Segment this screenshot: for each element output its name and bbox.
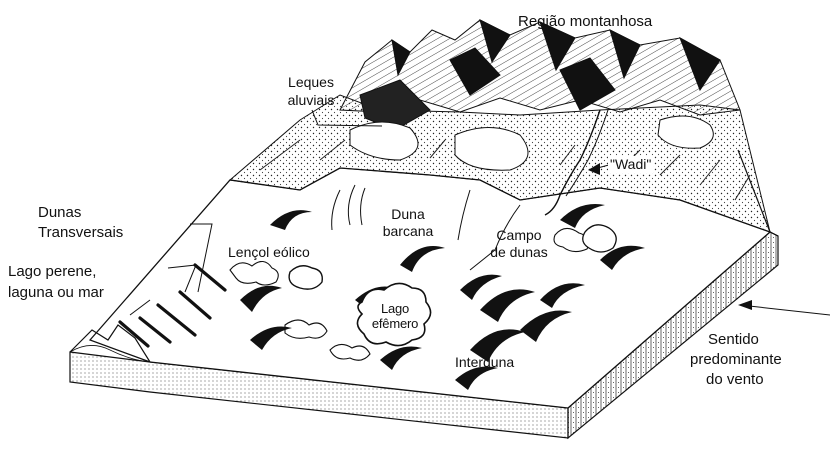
label-interdune: Interduna xyxy=(455,354,514,371)
label-wind-direction-2: predominante xyxy=(690,350,782,370)
label-mountain-region: Região montanhosa xyxy=(518,12,652,32)
wind-arrow-head xyxy=(738,300,752,310)
label-transverse-dunes-1: Dunas xyxy=(38,203,81,223)
label-aeolian-sheet: Lençol eólico xyxy=(226,244,312,261)
label-barchan-dune-1: Duna xyxy=(380,206,436,223)
label-perennial-lake-1: Lago perene, xyxy=(8,262,96,282)
label-dune-field-1: Campo xyxy=(486,227,552,244)
label-wadi: "Wadi" xyxy=(608,156,653,173)
label-dune-field-2: de dunas xyxy=(482,244,556,261)
label-wind-direction-1: Sentido xyxy=(708,330,759,350)
small-lake-1 xyxy=(289,266,322,289)
label-ephemeral-lake-2: efêmero xyxy=(366,315,424,332)
label-alluvial-fans-2: aluviais xyxy=(280,92,342,109)
small-lake-2 xyxy=(583,225,616,252)
label-perennial-lake-2: laguna ou mar xyxy=(8,283,104,303)
label-alluvial-fans-1: Leques xyxy=(280,74,342,91)
label-transverse-dunes-2: Transversais xyxy=(38,223,123,243)
label-wind-direction-3: do vento xyxy=(706,370,764,390)
label-barchan-dune-2: barcana xyxy=(376,223,440,240)
